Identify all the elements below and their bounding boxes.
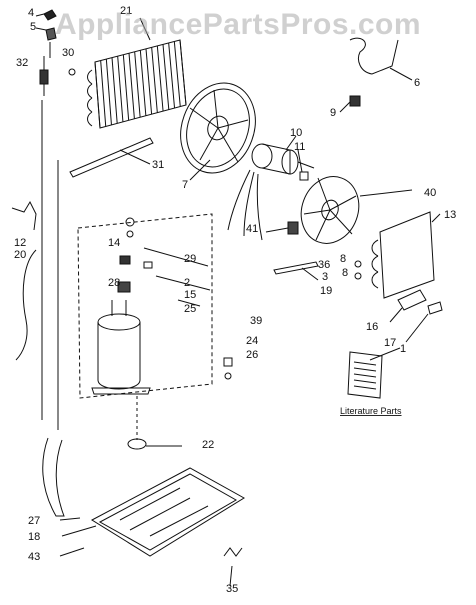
grommet-22 xyxy=(127,438,147,450)
part-3 xyxy=(354,272,362,280)
blower-wheel-40 xyxy=(300,176,360,244)
callout-label: 9 xyxy=(330,107,336,119)
callout-label: 12 xyxy=(14,237,26,249)
literature-label: Literature Parts xyxy=(340,406,402,416)
part-30 xyxy=(68,68,76,76)
callout-label: 6 xyxy=(414,77,420,89)
callout-label: 13 xyxy=(444,209,456,221)
coil-fin xyxy=(168,42,176,109)
callout-label: 17 xyxy=(384,337,396,349)
part-2 xyxy=(143,261,153,269)
part-41 xyxy=(287,221,299,235)
callout-label: 32 xyxy=(16,57,28,69)
callout-label: 24 xyxy=(246,335,258,347)
callout-label: 14 xyxy=(108,237,120,249)
callout-label: 29 xyxy=(184,253,196,265)
coil-fin xyxy=(151,47,158,113)
callout-label: 4 xyxy=(28,7,34,19)
callout-label: 18 xyxy=(28,531,40,543)
callout-label: 11 xyxy=(294,141,305,153)
callout-label: 43 xyxy=(28,551,40,563)
callout-label: 22 xyxy=(202,439,214,451)
part-6-tube xyxy=(349,37,399,75)
part-26 xyxy=(224,372,232,380)
condenser-coil xyxy=(87,39,187,129)
coil-fin xyxy=(134,51,141,118)
coil-fin xyxy=(105,59,112,125)
part-32 xyxy=(39,56,49,96)
base-pan-18 xyxy=(90,467,245,557)
coil-fin xyxy=(145,48,153,115)
part-43-screw xyxy=(71,547,85,553)
callout-label: 35 xyxy=(226,583,238,595)
callout-label: 40 xyxy=(424,187,436,199)
callout-label: 21 xyxy=(120,5,132,17)
callout-label: 20 xyxy=(14,249,26,261)
callout-label: 7 xyxy=(182,179,188,191)
part-11 xyxy=(299,171,309,181)
power-cord-20 xyxy=(15,249,37,361)
evaporator-coil-13 xyxy=(371,211,435,299)
callout-label: 1 xyxy=(400,343,406,355)
part-28 xyxy=(119,255,131,265)
callout-label: 10 xyxy=(290,127,302,139)
coil-fin xyxy=(117,56,124,122)
callout-label: 30 xyxy=(62,47,74,59)
compressor xyxy=(91,300,151,395)
coil-fin xyxy=(128,53,135,119)
part-12 xyxy=(11,200,37,231)
part-9 xyxy=(349,95,361,107)
part-17 xyxy=(427,301,443,315)
callout-labels: 4 5 30 32 21 31 7 6 9 10 11 40 13 12 20 … xyxy=(14,5,456,595)
callout-label: 16 xyxy=(366,321,378,333)
part-14 xyxy=(125,217,135,227)
coil-fin xyxy=(179,39,187,106)
callout-label: 31 xyxy=(152,159,164,171)
literature-booklet xyxy=(347,351,383,399)
callout-label: 8 xyxy=(340,253,346,265)
callout-label: 5 xyxy=(30,21,36,33)
callout-label: 25 xyxy=(184,303,196,315)
callout-label: 15 xyxy=(184,289,196,301)
part-29 xyxy=(126,230,134,238)
part-36 xyxy=(354,260,362,268)
callout-label: 41 xyxy=(246,223,258,235)
callout-label: 27 xyxy=(28,515,40,527)
coil-fin xyxy=(100,60,107,127)
coil-fin xyxy=(156,45,164,112)
coil-fin xyxy=(173,41,181,107)
part-27-tube xyxy=(42,437,65,517)
coil-fin xyxy=(111,57,118,124)
callout-label: 3 xyxy=(322,271,328,283)
part-24 xyxy=(223,357,233,367)
callout-label: 19 xyxy=(320,285,332,297)
coil-fin xyxy=(162,44,170,110)
part-35-clip xyxy=(223,547,243,557)
callout-label: 36 xyxy=(318,259,330,271)
callout-label: 2 xyxy=(184,277,190,289)
callout-label: 26 xyxy=(246,349,258,361)
part-19 xyxy=(273,261,319,275)
part-15 xyxy=(117,281,131,293)
part-31-strip xyxy=(69,137,154,178)
compressor-outline xyxy=(77,213,213,399)
part-16 xyxy=(397,289,427,311)
part-4-5-cap xyxy=(43,9,57,58)
callout-label: 28 xyxy=(108,277,120,289)
coil-fin xyxy=(122,54,130,121)
coil-fin xyxy=(94,61,101,129)
fan-blade-7 xyxy=(180,82,256,174)
callout-label: 8 xyxy=(342,267,348,279)
callout-label: 39 xyxy=(250,315,262,327)
coil-fin xyxy=(139,50,147,116)
